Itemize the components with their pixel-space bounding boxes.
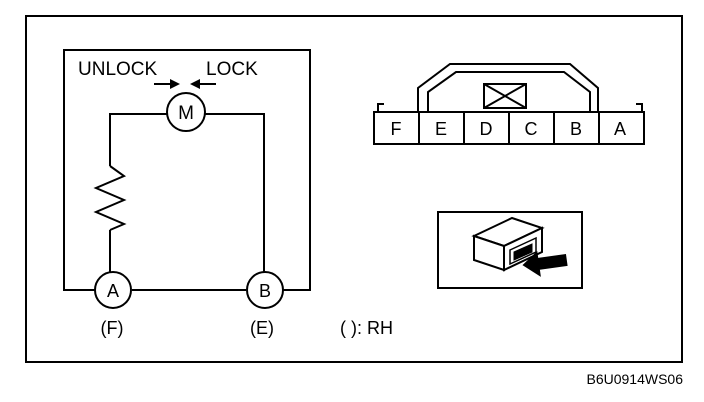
pin-label-d: D	[480, 119, 493, 139]
pin-label-c: C	[525, 119, 538, 139]
unlock-arrowhead	[170, 79, 180, 89]
left-wire	[109, 113, 167, 166]
connector-view-inset	[437, 211, 583, 289]
pin-label-b: B	[570, 119, 582, 139]
connector-lock-arch-outer	[417, 63, 599, 112]
connector-mating-slot	[513, 243, 533, 261]
diagram-frame	[25, 15, 683, 363]
right-wire	[205, 113, 265, 272]
terminal-b-label: B	[259, 281, 271, 301]
terminal-a	[94, 271, 132, 309]
connector-right-tab	[636, 103, 643, 112]
motor-label: M	[178, 103, 194, 124]
outer-wire	[63, 49, 311, 291]
lock-arrowhead	[190, 79, 200, 89]
connector-face	[373, 63, 645, 145]
pin-label-e: E	[435, 119, 447, 139]
lock-window-cross-b	[483, 83, 527, 109]
pin-label-f: F	[391, 119, 402, 139]
connector-left-tab	[377, 103, 384, 112]
figure-code: B6U0914WS06	[586, 371, 683, 387]
terminal-b	[246, 271, 284, 309]
motor-symbol	[166, 92, 206, 132]
lock-label: LOCK	[206, 59, 258, 80]
connector-lock-arch-inner	[427, 71, 591, 112]
terminal-b-rh-label: (E)	[250, 318, 274, 338]
inset-frame	[437, 211, 583, 289]
unlock-label: UNLOCK	[78, 59, 158, 80]
rh-legend: ( ): RH	[340, 318, 393, 338]
terminal-a-rh-label: (F)	[101, 318, 124, 338]
terminal-a-label: A	[107, 281, 119, 301]
resistor	[93, 165, 127, 231]
pin-label-a: A	[614, 119, 626, 139]
direction-arrows	[154, 79, 216, 89]
circuit-schematic	[63, 49, 311, 309]
view-direction-arrow	[522, 251, 568, 277]
